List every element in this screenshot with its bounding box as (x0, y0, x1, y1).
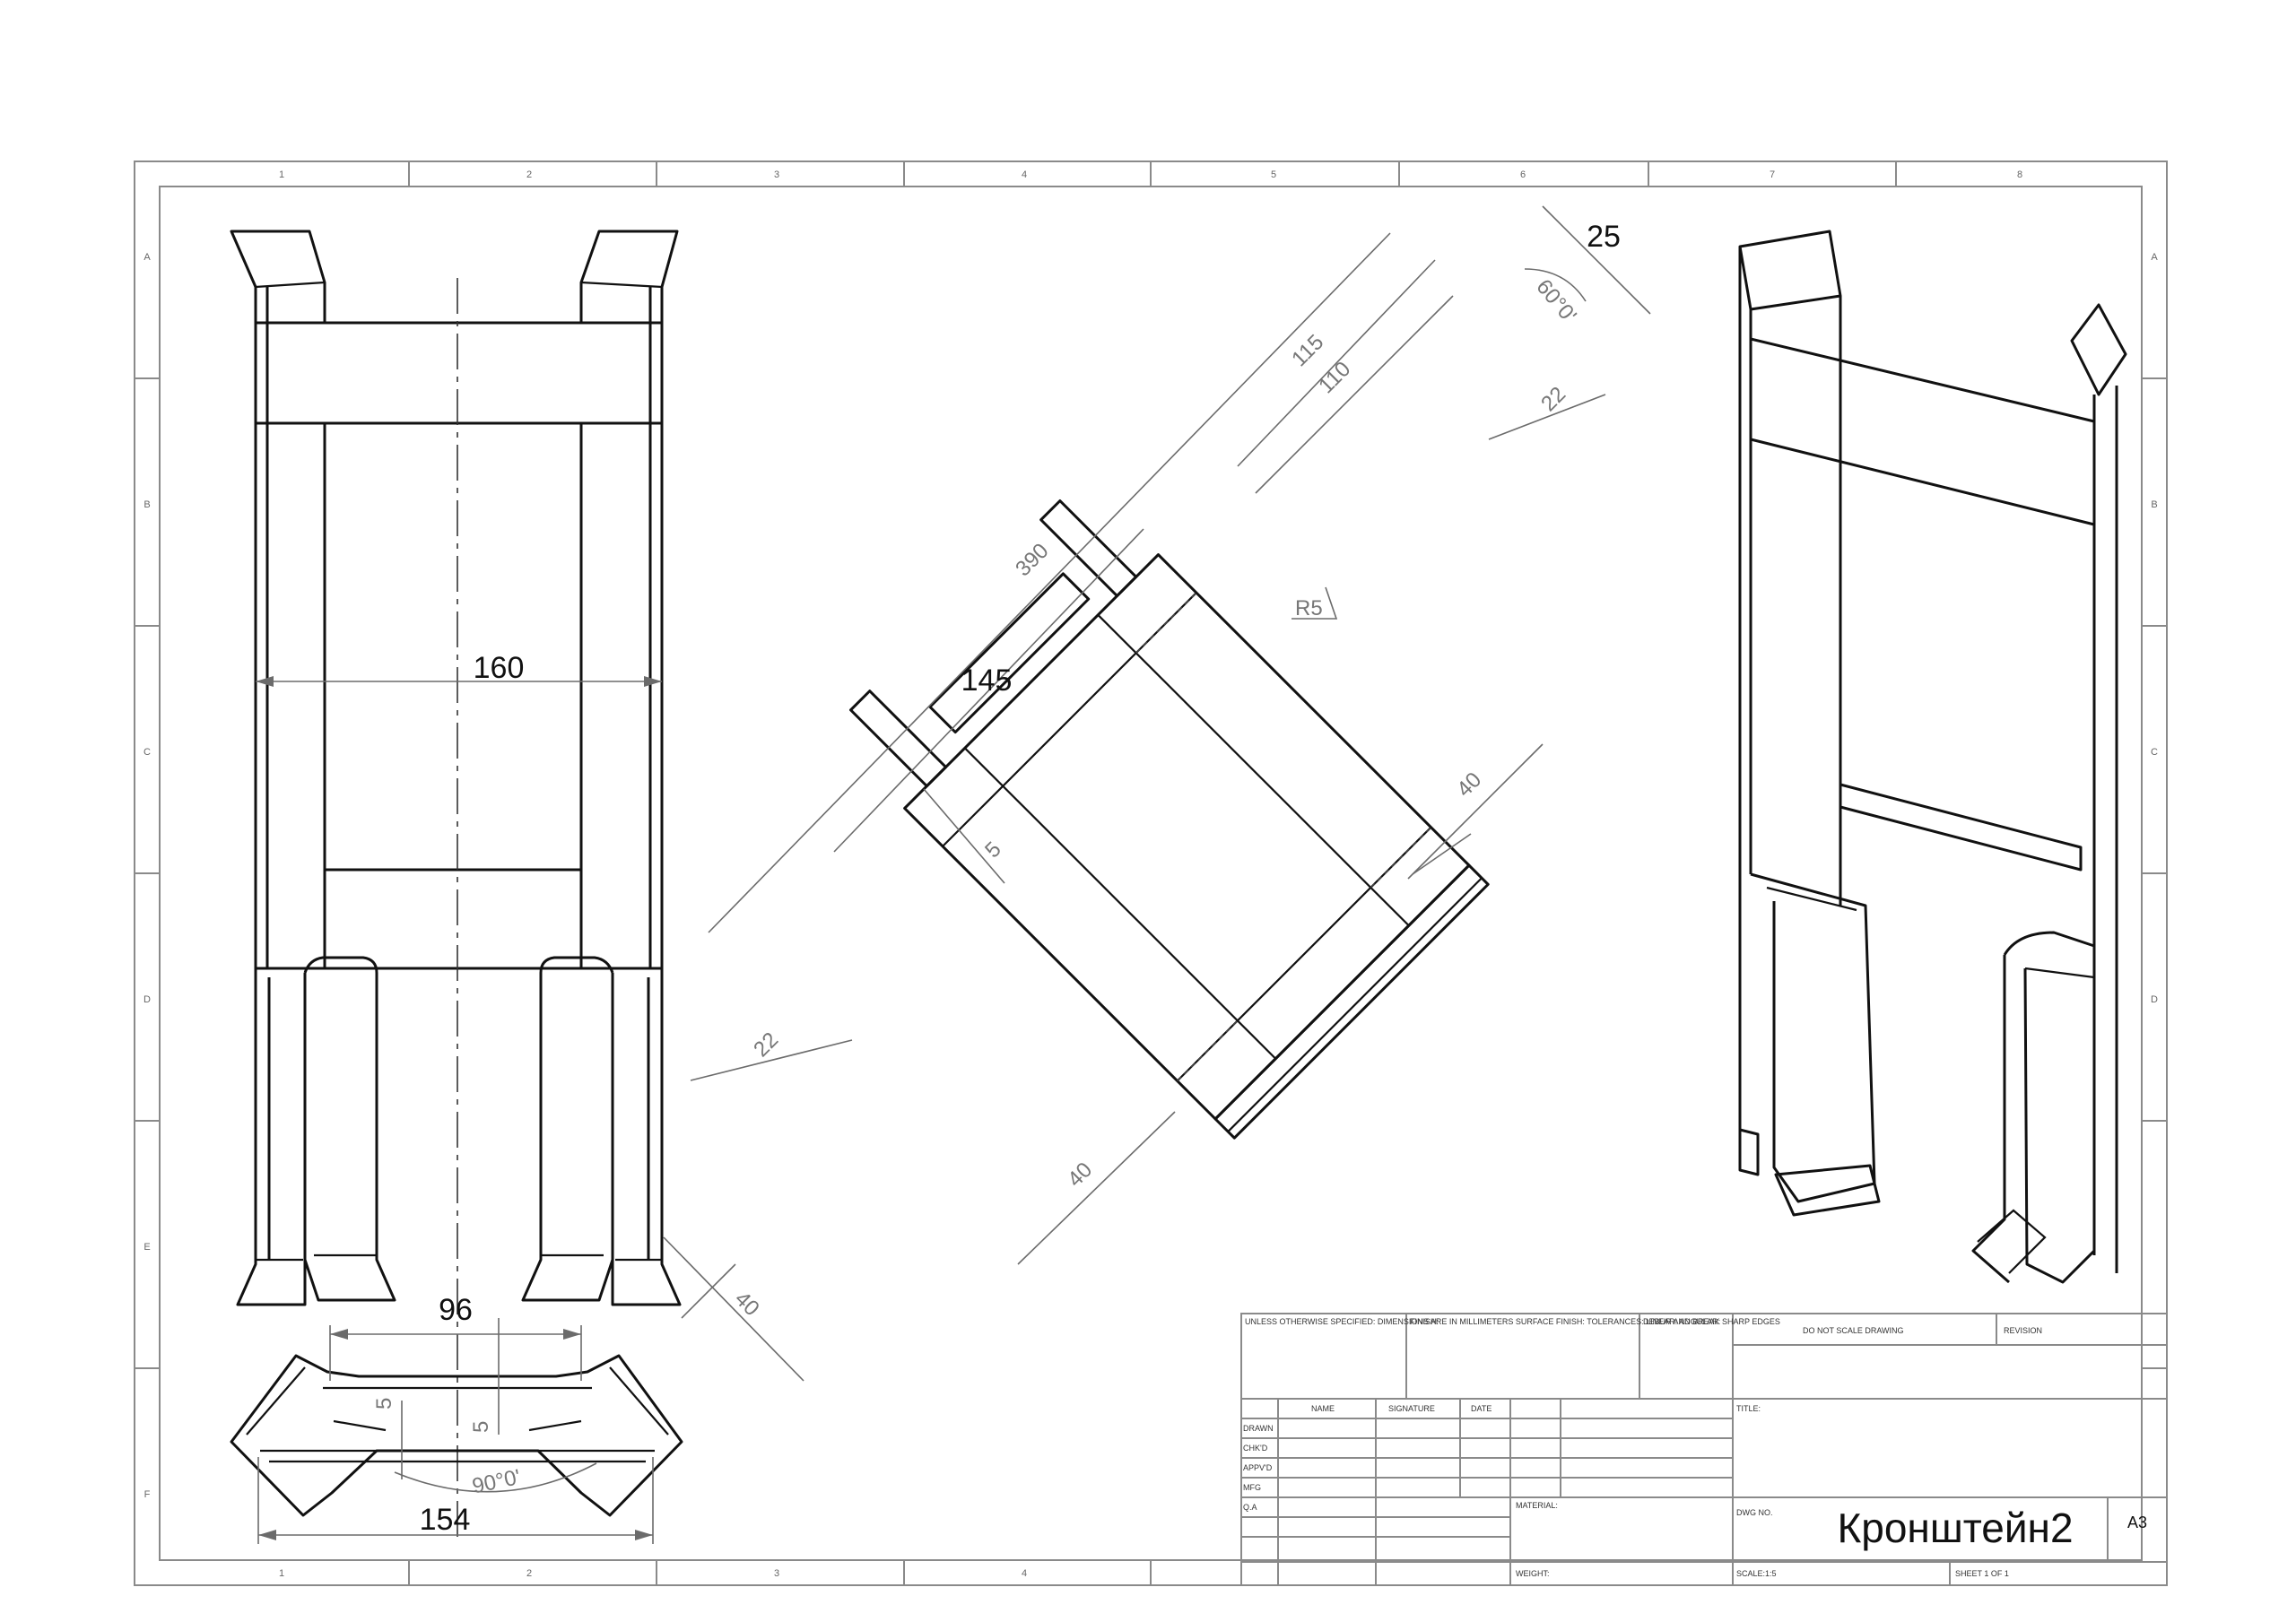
zone-col-2: 2 (526, 169, 532, 180)
zone-col-4-bottom: 4 (1022, 1568, 1027, 1579)
zone-col-6: 6 (1520, 169, 1526, 180)
zone-col-1-bottom: 1 (279, 1568, 284, 1579)
title-block: UNLESS OTHERWISE SPECIFIED: DIMENSIONS A… (1240, 1313, 2168, 1586)
dim-front-width: 160 (474, 651, 525, 685)
zone-col-5: 5 (1271, 169, 1276, 180)
tb-row-mfg: MFG (1243, 1483, 1261, 1492)
dim-flat-angle: 60°0' (1531, 275, 1581, 328)
zone-row-a-right: A (2151, 252, 2158, 263)
flat-main-body (903, 553, 1471, 1121)
zone-dividers-top (135, 161, 2167, 1585)
tb-drawing-title: Кронштейн2 (1837, 1505, 2073, 1551)
tb-do-not-scale: DO NOT SCALE DRAWING (1803, 1326, 1904, 1335)
zone-col-2-bottom: 2 (526, 1568, 532, 1579)
dim-flat-40-right: 40 (1452, 768, 1486, 802)
drawing-border: 1 2 3 4 5 6 7 8 1 2 3 4 A B C D E F A B … (134, 160, 2168, 1586)
dim-flat-25: 25 (1587, 220, 1621, 254)
dim-flat-22-top: 22 (1536, 382, 1570, 416)
dim-bottom-thickness-left: 5 (372, 1398, 396, 1409)
tb-dwg-no-label: DWG NO. (1736, 1508, 1773, 1517)
tb-material-label: MATERIAL: (1516, 1501, 1558, 1510)
zone-col-1: 1 (279, 169, 284, 180)
front-view: 160 (230, 230, 682, 1542)
tb-sheet-size: A3 (2127, 1514, 2147, 1531)
zone-row-c: C (144, 747, 151, 758)
zone-row-d: D (144, 994, 151, 1005)
dim-bottom-flange: 40 (730, 1287, 764, 1321)
zone-row-a: A (144, 252, 151, 263)
dim-flat-22-bottom: 22 (749, 1028, 783, 1062)
tb-weight-label: WEIGHT: (1516, 1569, 1550, 1578)
dim-bottom-outer: 154 (420, 1503, 471, 1537)
dim-flat-r5: R5 (1295, 596, 1323, 620)
dim-flat-390: 390 (1011, 539, 1053, 581)
zone-row-c-right: C (2151, 747, 2158, 758)
dim-bottom-inner: 96 (439, 1293, 473, 1327)
flat-lower-flange (1213, 863, 1490, 1140)
zone-col-3-bottom: 3 (774, 1568, 779, 1579)
zone-row-b-right: B (2151, 499, 2157, 510)
zone-row-f: F (144, 1489, 151, 1500)
tb-row-drawn: DRAWN (1243, 1424, 1274, 1433)
zone-col-3: 3 (774, 169, 779, 180)
tb-sheet-label: SHEET 1 OF 1 (1955, 1569, 2009, 1578)
tb-col-name: NAME (1311, 1404, 1335, 1413)
tb-general-notes: UNLESS OTHERWISE SPECIFIED: DIMENSIONS A… (1245, 1317, 1720, 1326)
dim-flat-110: 110 (1314, 357, 1355, 398)
zone-col-8: 8 (2017, 169, 2022, 180)
tb-title-label: TITLE: (1736, 1404, 1761, 1413)
tb-row-appvd: APPV'D (1243, 1463, 1273, 1472)
tb-scale-label: SCALE:1:5 (1736, 1569, 1777, 1578)
flat-tab-right (1039, 499, 1138, 598)
bottom-view: 96 154 90°0' 5 5 40 (230, 1236, 804, 1544)
zone-labels: 1 2 3 4 5 6 7 8 1 2 3 4 A B C D E F A B … (144, 169, 2158, 1579)
tb-row-chkd: CHK'D (1243, 1444, 1268, 1453)
isometric-view (1738, 230, 2127, 1284)
tb-col-signature: SIGNATURE (1388, 1404, 1435, 1413)
tb-deburr-label: DEBUR AND BREAK SHARP EDGES (1643, 1317, 1780, 1326)
zone-row-e: E (144, 1242, 150, 1253)
tb-row-qa: Q.A (1243, 1503, 1257, 1512)
flat-upper-flange (928, 572, 1091, 734)
tb-col-date: DATE (1471, 1404, 1492, 1413)
tb-finish-label: FINISH: (1410, 1317, 1439, 1326)
flat-pattern-view: 390 145 115 110 25 60°0' 22 22 R5 5 40 4… (690, 205, 1651, 1265)
zone-row-d-right: D (2151, 994, 2158, 1005)
dim-flat-145: 145 (961, 664, 1013, 698)
zone-row-b: B (144, 499, 150, 510)
dim-bottom-angle: 90°0' (470, 1465, 523, 1499)
dim-flat-115: 115 (1287, 330, 1328, 371)
dim-bottom-thickness-right: 5 (469, 1421, 493, 1433)
zone-col-7: 7 (1770, 169, 1775, 180)
zone-col-4: 4 (1022, 169, 1027, 180)
tb-revision-label: REVISION (2004, 1326, 2042, 1335)
dim-flat-40-bottom: 40 (1063, 1158, 1097, 1192)
